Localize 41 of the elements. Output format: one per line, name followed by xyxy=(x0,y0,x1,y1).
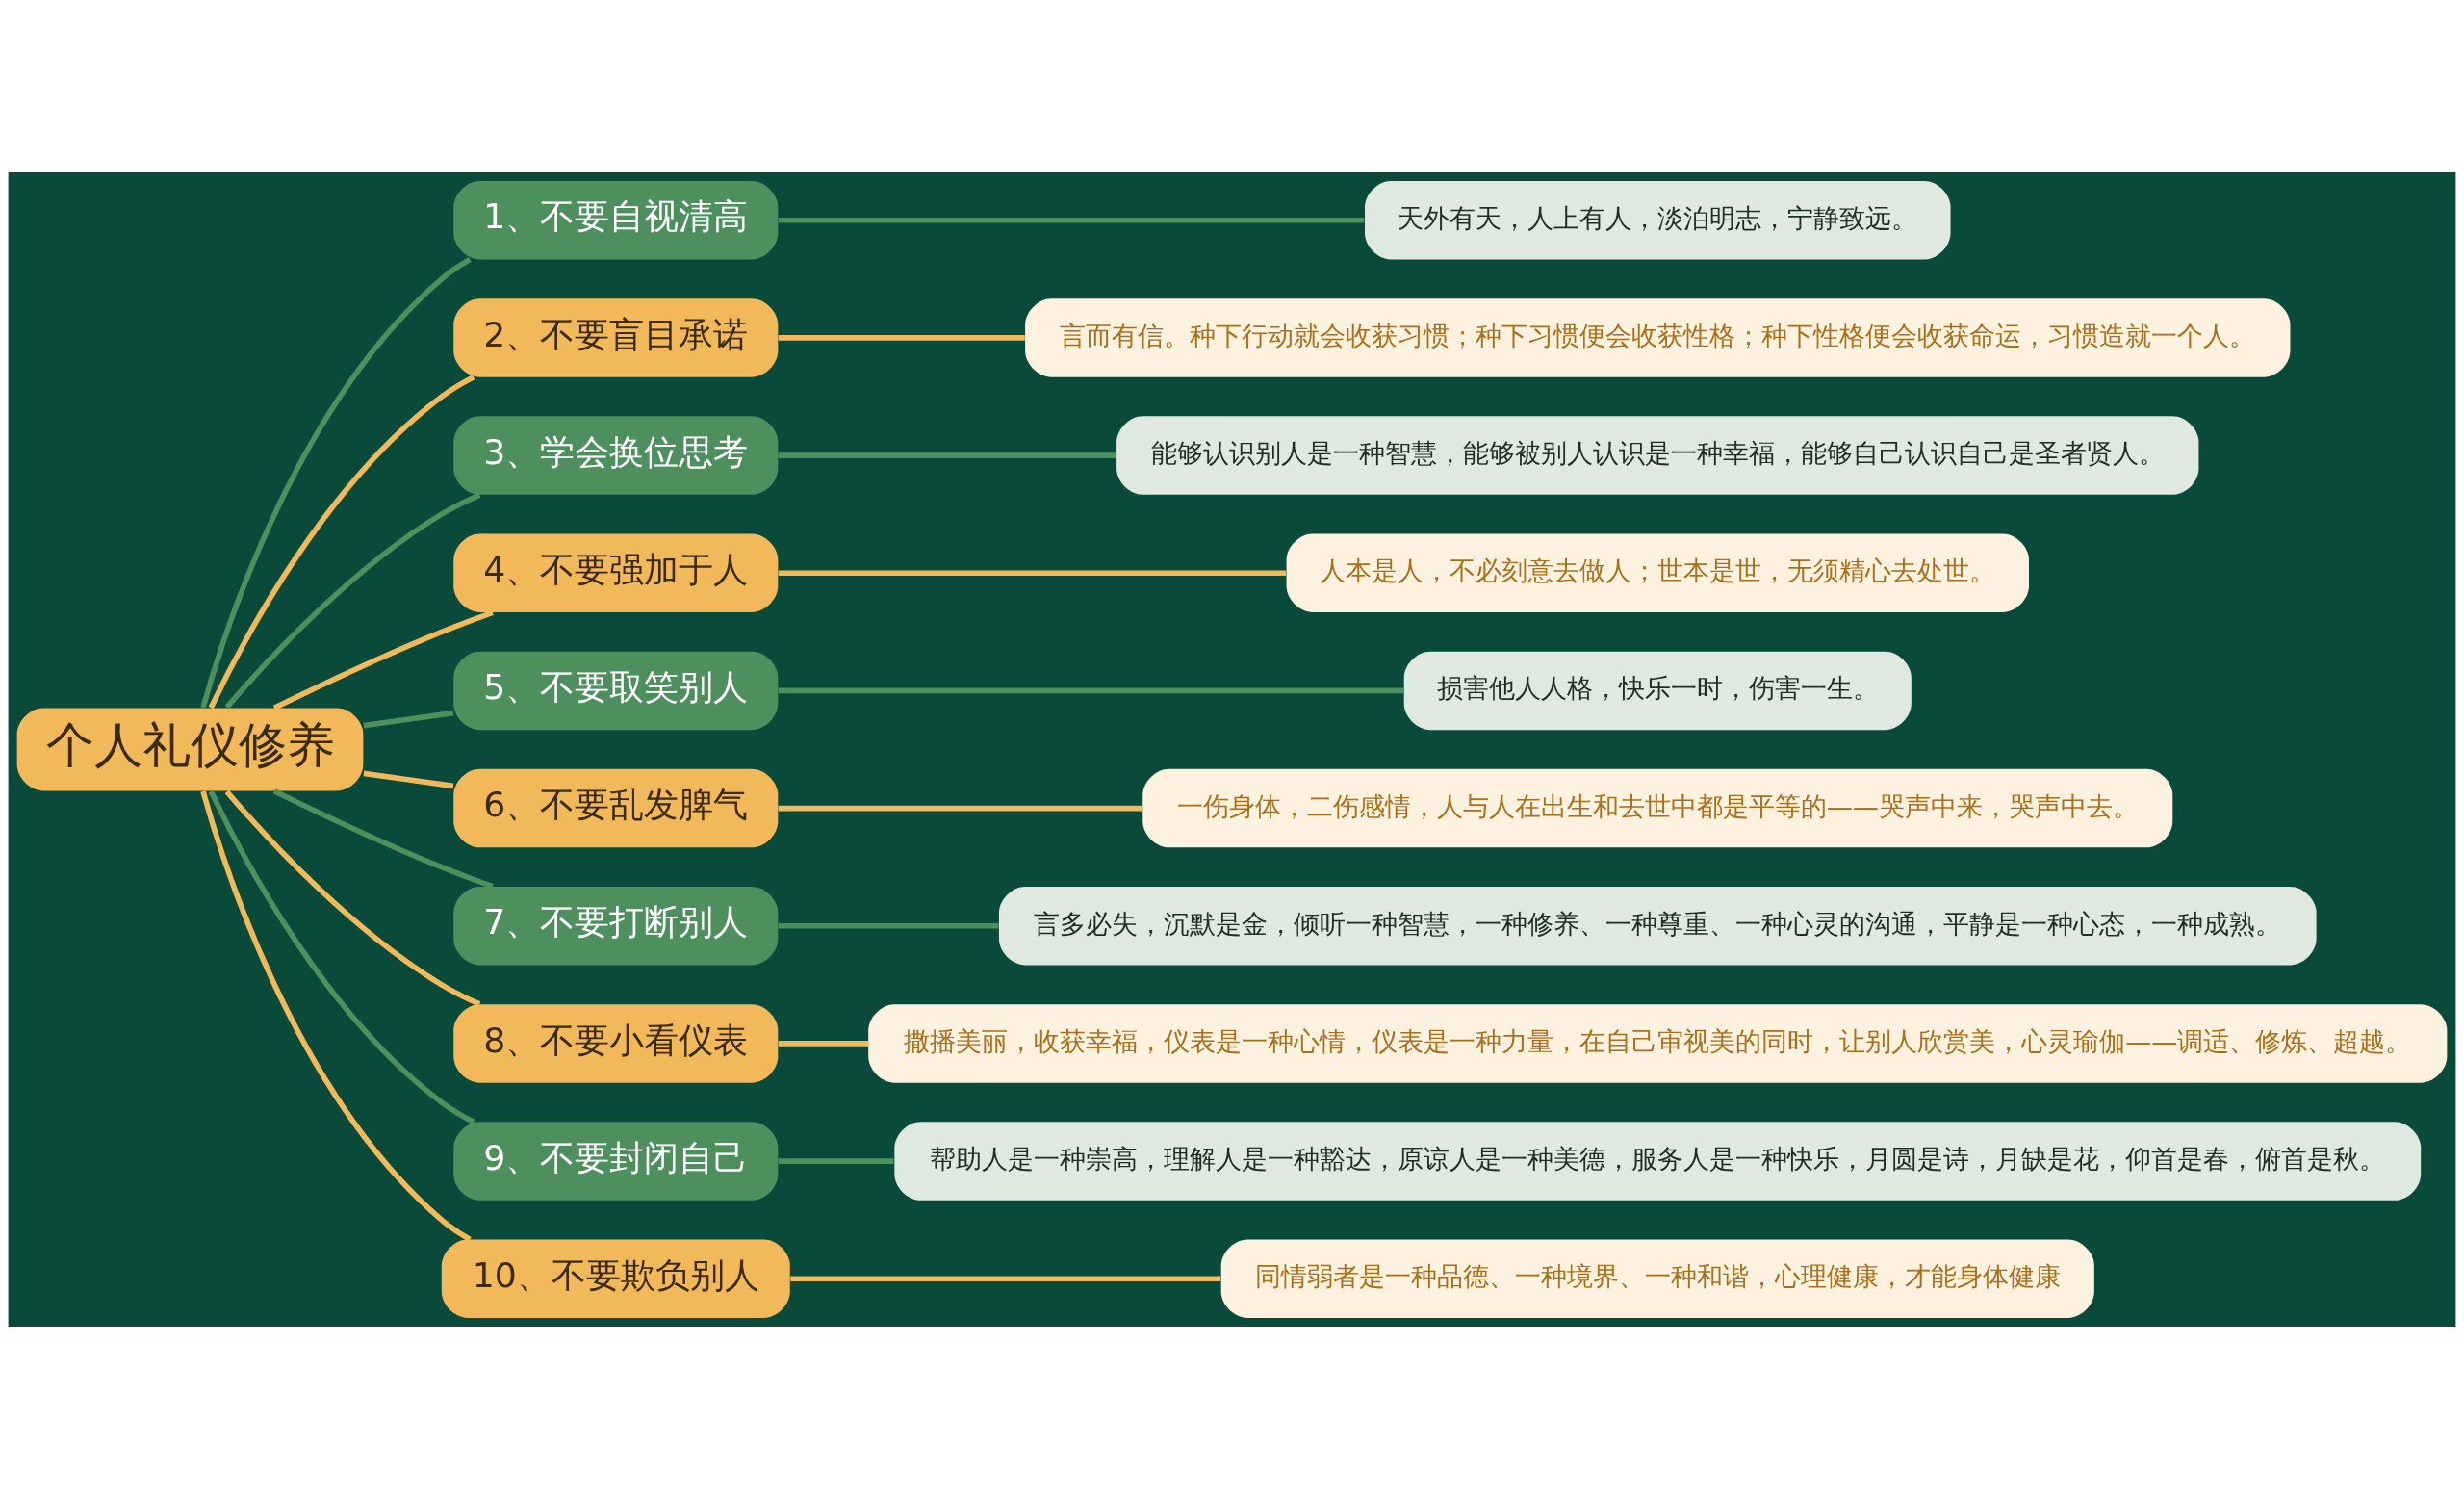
connector xyxy=(363,770,454,789)
node-box: 同情弱者是一种品德、一种境界、一种和谐，心理健康，才能身体健康 xyxy=(1220,1239,2094,1318)
node-box: 7、不要打断别人 xyxy=(453,887,779,966)
connector xyxy=(200,790,472,1242)
node-box: 人本是人，不必刻意去做人；世本是世，无须精心去处世。 xyxy=(1286,533,2029,612)
node-box: 1、不要自视清高 xyxy=(453,181,779,260)
connector xyxy=(778,1158,894,1164)
connector xyxy=(778,217,1365,223)
node-box: 天外有天，人上有人，淡泊明志，宁静致远。 xyxy=(1365,181,1951,260)
connector xyxy=(363,710,454,729)
connector xyxy=(778,1041,869,1047)
node-box: 撒播美丽，收获幸福，仪表是一种心情，仪表是一种力量，在自己审视美的同时，让别人欣赏美，心灵瑜伽——调适、修炼、超越。 xyxy=(868,1004,2448,1083)
node-box: 言而有信。种下行动就会收获习惯；种下习惯便会收获性格；种下性格便会收获命运，习惯造就一个人。 xyxy=(1025,298,2291,377)
node-box: 10、不要欺负别人 xyxy=(441,1239,790,1318)
connector xyxy=(224,492,481,710)
connector xyxy=(224,789,481,1007)
connector xyxy=(778,687,1404,694)
connector xyxy=(208,375,475,710)
node-box: 9、不要封闭自己 xyxy=(453,1122,779,1201)
connector xyxy=(778,922,999,929)
node-box: 5、不要取笑别人 xyxy=(453,651,779,731)
node-box: 损害他人人格，快乐一时，伤害一生。 xyxy=(1403,651,1912,731)
connector xyxy=(778,570,1287,577)
connector xyxy=(778,452,1117,458)
connector xyxy=(778,805,1142,812)
connector xyxy=(272,788,494,890)
node-box: 个人礼仪修养 xyxy=(16,708,364,791)
node-box: 一伤身体，二伤感情，人与人在出生和去世中都是平等的——哭声中来，哭声中去。 xyxy=(1142,768,2173,848)
node-box: 2、不要盲目承诺 xyxy=(453,298,779,377)
connector xyxy=(200,257,472,709)
node-box: 言多必失，沉默是金，倾听一种智慧，一种修养、一种尊重、一种心灵的沟通，平静是一种心态，一种成熟。 xyxy=(998,887,2317,966)
node-box: 3、学会换位思考 xyxy=(453,416,779,495)
node-box: 6、不要乱发脾气 xyxy=(453,768,779,848)
node-box: 帮助人是一种崇高，理解人是一种豁达，原谅人是一种美德，服务人是一种快乐，月圆是诗，月缺是花，仰首是春，俯首是秋。 xyxy=(894,1122,2422,1201)
connector xyxy=(790,1276,1221,1282)
node-box: 能够认识别人是一种智慧，能够被别人认识是一种幸福，能够自己认识自己是圣者贤人。 xyxy=(1116,416,2199,495)
connector xyxy=(208,789,475,1124)
node-box: 8、不要小看仪表 xyxy=(453,1004,779,1083)
connector xyxy=(778,335,1025,341)
node-box: 4、不要强加于人 xyxy=(453,533,779,612)
connector xyxy=(272,609,494,711)
